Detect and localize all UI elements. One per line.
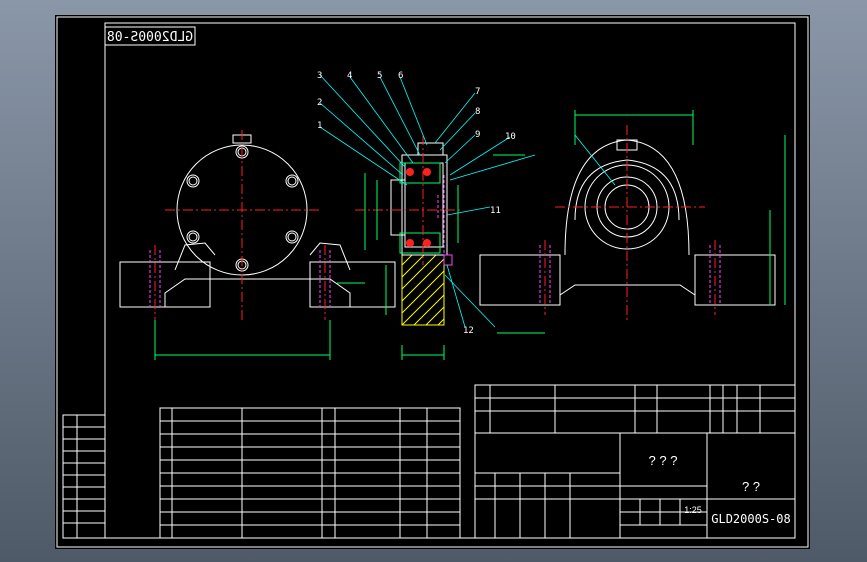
parts-list-table xyxy=(159,407,461,539)
balloon-3: 3 xyxy=(317,71,322,81)
balloon-2: 2 xyxy=(317,98,322,108)
balloon-8: 8 xyxy=(475,107,480,117)
balloon-1: 1 xyxy=(317,121,322,131)
balloon-11: 11 xyxy=(490,206,501,216)
balloon-12: 12 xyxy=(463,326,474,336)
balloon-10: 10 xyxy=(505,132,516,142)
balloon-6: 6 xyxy=(398,71,403,81)
drawing-sheet: GLD2000S-08 xyxy=(55,15,810,549)
cad-drawing: GLD2000S-08 xyxy=(56,16,809,548)
svg-text:GLD2000S-08: GLD2000S-08 xyxy=(107,30,193,45)
mirrored-drawing-number-stamp: GLD2000S-08 xyxy=(104,26,196,46)
project-name: ? ? ? xyxy=(649,453,678,468)
outer-border xyxy=(56,16,809,548)
left-side-strip xyxy=(62,414,106,539)
balloon-7: 7 xyxy=(475,87,480,97)
scale-value: 1:25 xyxy=(684,505,702,515)
part-name: ? ? xyxy=(742,479,760,494)
title-block xyxy=(474,384,796,539)
part-balloons: 1 2 3 4 5 6 7 8 9 10 11 12 xyxy=(317,71,516,336)
balloon-4: 4 xyxy=(347,71,352,81)
balloon-5: 5 xyxy=(377,71,382,81)
left-end-view xyxy=(119,130,396,360)
title-block-drawing-number: GLD2000S-08 xyxy=(711,512,790,526)
balloon-9: 9 xyxy=(475,130,480,140)
right-side-view xyxy=(479,110,786,320)
middle-section-view xyxy=(319,74,545,360)
